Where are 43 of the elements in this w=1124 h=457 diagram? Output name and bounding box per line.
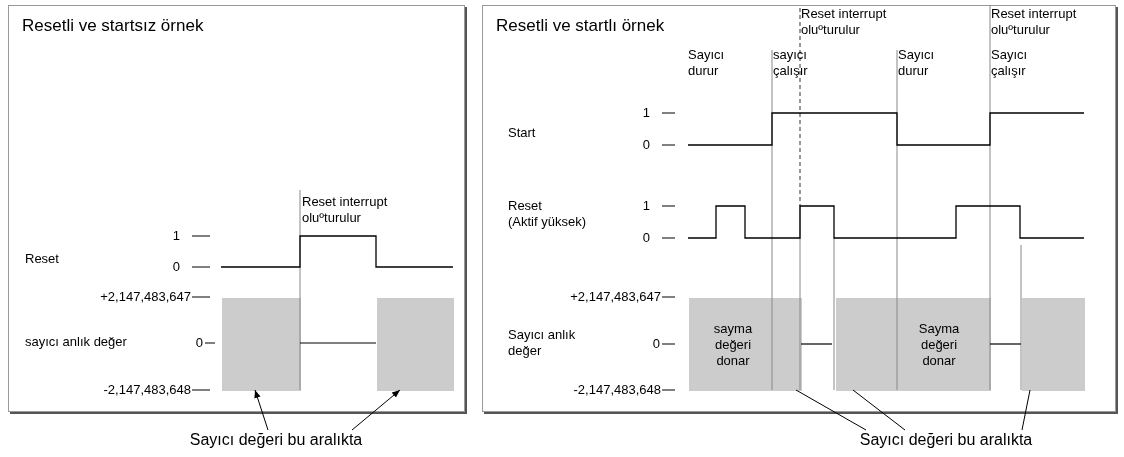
shaded-region	[222, 298, 301, 391]
signal-name: (Aktif yüksek)	[508, 214, 586, 230]
signal-name: Reset	[508, 198, 542, 214]
panel-frame	[482, 5, 1116, 412]
axis-value: 0	[172, 259, 180, 275]
leader-line	[1021, 389, 1031, 431]
shaded-region	[1022, 298, 1085, 391]
axis-value: 1	[172, 228, 180, 244]
axis-value: 0	[195, 335, 203, 351]
axis-value: -2,147,483,648	[573, 382, 661, 398]
annotation-text: Reset interrupt oluºturulur	[302, 194, 389, 226]
axis-value: 0	[652, 336, 660, 352]
signal-name: Reset	[25, 251, 59, 267]
annotation-text: Sayıcı değeri bu aralıkta	[186, 430, 366, 450]
axis-value: 0	[642, 230, 650, 246]
panel-frame	[8, 5, 465, 412]
state-text: Sayıcı çalışır	[991, 47, 1029, 79]
panel-title: Resetli ve startlı örnek	[496, 16, 665, 36]
shaded-region	[689, 298, 802, 391]
signal-name: Sayıcı anlık değer	[508, 327, 577, 359]
axis-value: 1	[642, 198, 650, 214]
shaded-region	[377, 298, 454, 391]
signal-name: sayıcı anlık değer	[25, 334, 127, 350]
leader-line	[351, 389, 401, 431]
leader-line	[254, 389, 269, 431]
leader-line	[795, 389, 867, 431]
axis-value: -2,147,483,648	[103, 382, 191, 398]
leader-line	[852, 389, 906, 431]
shaded-region	[836, 298, 991, 391]
panel-title: Resetli ve startsız örnek	[22, 16, 204, 36]
annotation-text: Reset interrupt oluºturulur	[991, 6, 1078, 38]
state-text: Sayıcı durur	[688, 47, 726, 79]
axis-value: +2,147,483,647	[570, 289, 661, 305]
axis-value: 1	[642, 105, 650, 121]
region-text: sayma değeri donar	[712, 321, 754, 369]
signal-name: Start	[508, 125, 536, 141]
annotation-text: Reset interrupt oluºturulur	[801, 6, 888, 38]
axis-value: 0	[642, 137, 650, 153]
state-text: Sayıcı durur	[898, 47, 936, 79]
state-text: sayıcı çalışır	[773, 47, 809, 79]
annotation-text: Sayıcı değeri bu aralıkta	[858, 430, 1034, 450]
region-text: Sayma değeri donar	[917, 321, 961, 369]
axis-value: +2,147,483,647	[100, 289, 191, 305]
